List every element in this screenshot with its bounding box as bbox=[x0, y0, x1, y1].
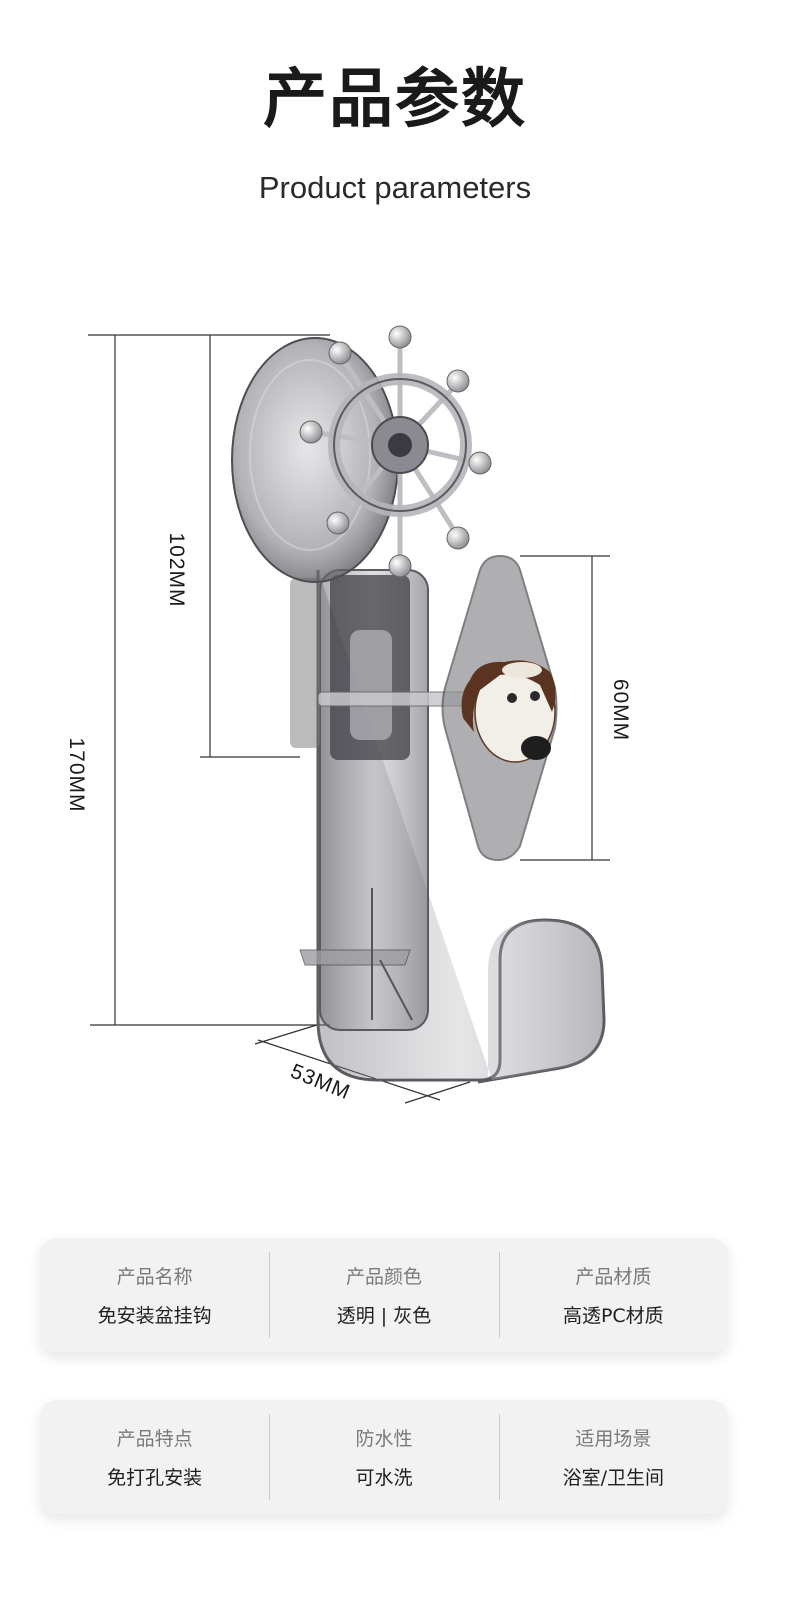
spec-label: 产品材质 bbox=[575, 1266, 652, 1288]
spec-item: 防水性 可水洗 bbox=[269, 1400, 498, 1514]
spec-card: 产品名称 免安装盆挂钩 产品颜色 透明 | 灰色 产品材质 高透PC材质 bbox=[40, 1238, 728, 1352]
hook-body bbox=[290, 569, 606, 1084]
dog-face-icon bbox=[461, 660, 556, 763]
page-subtitle: Product parameters bbox=[258, 170, 532, 205]
spec-value: 透明 | 灰色 bbox=[336, 1305, 432, 1327]
dim-label-60: 60MM bbox=[609, 679, 632, 741]
spec-label: 适用场景 bbox=[575, 1428, 652, 1450]
ship-wheel bbox=[299, 325, 492, 578]
spec-item: 产品颜色 透明 | 灰色 bbox=[269, 1238, 498, 1352]
spec-item: 适用场景 浴室/卫生间 bbox=[498, 1400, 728, 1514]
spec-item: 产品特点 免打孔安装 bbox=[40, 1400, 269, 1514]
suction-cup bbox=[231, 337, 399, 583]
spec-item: 产品名称 免安装盆挂钩 bbox=[40, 1238, 269, 1352]
spec-label: 防水性 bbox=[355, 1428, 413, 1450]
spec-value: 免安装盆挂钩 bbox=[97, 1305, 212, 1327]
product-figure: 170MM 102MM 60MM 53MM bbox=[65, 325, 632, 1104]
spec-value: 高透PC材质 bbox=[562, 1305, 664, 1327]
spec-value: 免打孔安装 bbox=[107, 1467, 203, 1489]
spec-label: 产品颜色 bbox=[345, 1266, 422, 1288]
dim-label-170: 170MM bbox=[65, 737, 88, 812]
spec-item: 产品材质 高透PC材质 bbox=[498, 1238, 728, 1352]
spec-label: 产品名称 bbox=[116, 1266, 193, 1288]
spec-value: 浴室/卫生间 bbox=[562, 1467, 665, 1489]
spec-value: 可水洗 bbox=[355, 1467, 413, 1489]
dim-label-102: 102MM bbox=[165, 532, 188, 607]
spec-card: 产品特点 免打孔安装 防水性 可水洗 适用场景 浴室/卫生间 bbox=[40, 1400, 728, 1514]
spec-label: 产品特点 bbox=[116, 1428, 193, 1450]
page-title: 产品参数 bbox=[263, 63, 527, 137]
